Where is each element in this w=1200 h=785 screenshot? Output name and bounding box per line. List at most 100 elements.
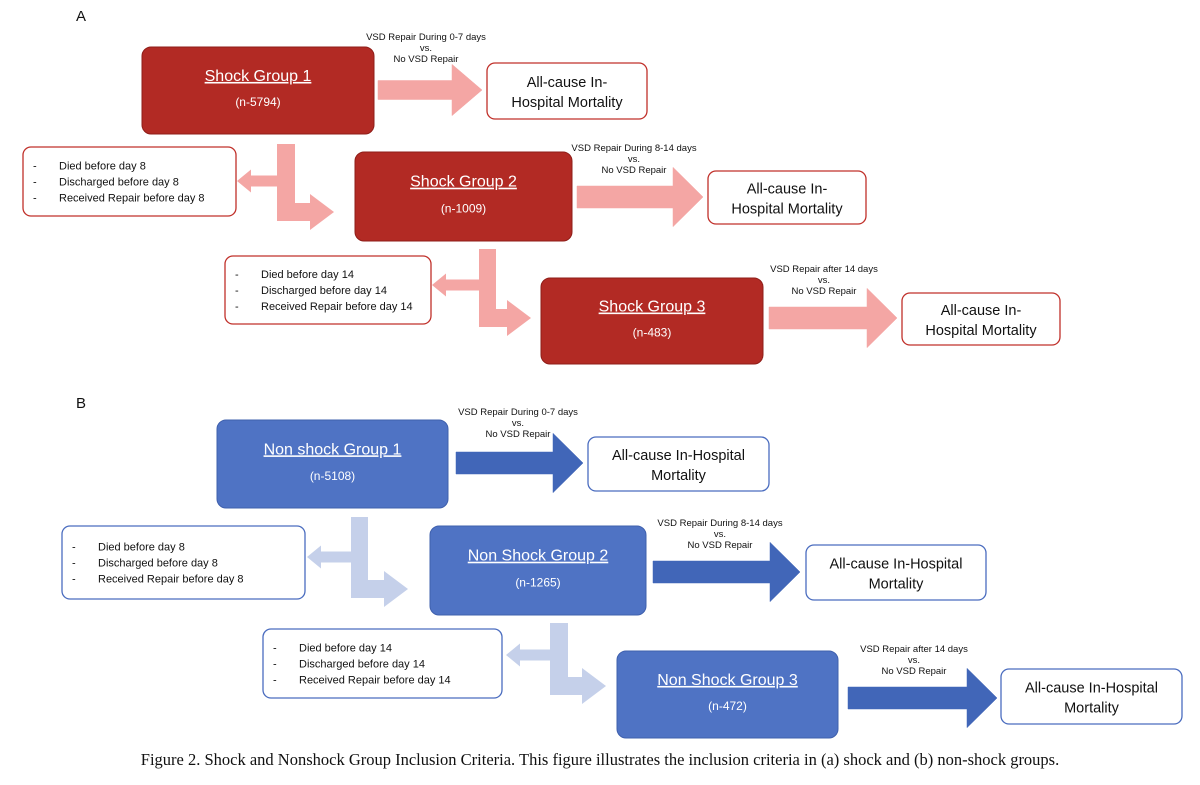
panel-a-group-box-2 [354,151,573,242]
panel-b-exclusion-box-2 [262,628,503,699]
panel-a-group-count-2: (n-1009) [441,202,486,216]
panel-b-exclusion-item-2-1: Died before day 14 [299,643,392,655]
panel-b-comparison-label-3-line-2: vs. [908,655,920,666]
panel-a-outcome-text-1-line-2: Hospital Mortality [511,95,623,111]
panel-b-comparison-label-3-line-3: No VSD Repair [882,666,947,677]
panel-a-exclusion-bullet-2-3: - [235,301,239,313]
panel-b-comparison-label-1-line-3: No VSD Repair [486,429,551,440]
flowchart-diagram: A Shock Group 1 (n-5794) Shock Group 2 (n-10… [22,8,1183,739]
panel-a-group-box-1 [141,46,375,135]
panel-b-group-title-1: Non shock Group 1 [264,441,402,458]
panel-b-exclusion-item-1-3: Received Repair before day 8 [98,574,244,586]
panel-b-group-box-1 [216,419,449,509]
panel-b-exclusion-bullet-2-1: - [273,643,277,655]
panel-b-group-title-2: Non Shock Group 2 [468,548,609,565]
panel-a-comparison-label-1-line-3: No VSD Repair [394,54,459,65]
panel-b-outcome-box-3 [1000,668,1183,725]
panel-b-comparison-arrow-2 [652,541,801,603]
panel-b-outcome-text-1-line-1: All-cause In-Hospital [612,448,745,464]
panel-b-group-box-2 [429,525,647,616]
figure-caption: Figure 2. Shock and Nonshock Group Inclu… [140,750,1060,769]
panel-a-exclusion-bullet-1-1: - [33,161,37,173]
panel-a-outcome-text-2-line-1: All-cause In- [747,182,828,198]
panel-a-comparison-arrow-2 [576,166,704,228]
panel-b-exclusion-bullet-1-1: - [72,542,76,554]
panel-b-exclusion-arrow-1 [307,545,351,569]
panel-b-comparison-arrow-1 [455,432,584,494]
panel-a-exclusion-item-2-1: Died before day 14 [261,269,354,281]
panel-b-comparison-label-1-line-1: VSD Repair During 0-7 days [458,407,578,418]
panel-a-exclusion-item-1-3: Received Repair before day 8 [59,193,205,205]
panel-b-exclusion-bullet-2-3: - [273,675,277,687]
panel-b-comparison-arrow-3 [847,667,998,729]
panel-a-label: A [76,8,86,25]
panel-b-outcome-text-3-line-2: Mortality [1064,701,1120,717]
panel-a-exclusion-item-2-2: Discharged before day 14 [261,285,387,297]
panel-a-group-title-1: Shock Group 1 [205,68,312,85]
panel-b-exclusion-item-1-2: Discharged before day 8 [98,558,218,570]
panel-b-group-title-3: Non Shock Group 3 [657,672,798,689]
panel-a-exclusion-item-1-1: Died before day 8 [59,161,146,173]
panel-a-exclusion-box-2 [224,255,432,325]
panel-a-comparison-arrow-3 [768,287,898,349]
panel-a-comparison-label-1-line-2: vs. [420,43,432,54]
panel-b-comparison-label-2-line-1: VSD Repair During 8-14 days [657,518,782,529]
panel-b-outcome-text-3-line-1: All-cause In-Hospital [1025,681,1158,697]
panel-b-group-count-2: (n-1265) [515,576,560,590]
panel-b-comparison-label-3-line-1: VSD Repair after 14 days [860,644,968,655]
panel-b-exclusion-item-1-1: Died before day 8 [98,542,185,554]
panel-a-comparison-label-2-line-3: No VSD Repair [602,165,667,176]
panel-b-group-box-3 [616,650,839,739]
panel-b-group-count-1: (n-5108) [310,469,355,483]
panel-a-outcome-text-1-line-1: All-cause In- [527,75,608,91]
panel-b-outcome-text-2-line-2: Mortality [869,577,925,593]
panel-a-exclusion-arrow-2 [432,273,479,297]
panel-b-outcome-text-2-line-1: All-cause In-Hospital [830,557,963,573]
panel-a-outcome-text-3-line-2: Hospital Mortality [925,323,1037,339]
panel-b-label: B [76,395,86,412]
panel-a-group-title-2: Shock Group 2 [410,174,517,191]
panel-a-group-count-3: (n-483) [633,325,672,339]
panel-a-exclusion-item-1-2: Discharged before day 8 [59,177,179,189]
panel-b-exclusion-bullet-2-2: - [273,659,277,671]
panel-b-comparison-label-2-line-2: vs. [714,529,726,540]
panel-a-exclusion-item-2-3: Received Repair before day 14 [261,301,413,313]
panel-a-comparison-label-3-line-3: No VSD Repair [792,286,857,297]
panel-b-outcome-box-1 [587,436,770,492]
panel-a-exclusion-bullet-1-2: - [33,177,37,189]
panel-a-exclusion-bullet-1-3: - [33,193,37,205]
panel-a-outcome-box-2 [707,170,867,225]
panel-b-exclusion-box-1 [61,525,306,600]
panel-b-exclusion-bullet-1-3: - [72,574,76,586]
panel-a-flow-arrow-1 [277,144,334,230]
panel-a-exclusion-bullet-2-2: - [235,285,239,297]
panel-b-exclusion-arrow-2 [506,643,550,667]
panel-a-exclusion-arrow-1 [237,169,277,193]
panel-a-outcome-text-2-line-2: Hospital Mortality [731,202,843,218]
panel-a-comparison-label-3-line-1: VSD Repair after 14 days [770,264,878,275]
panel-a-group-title-3: Shock Group 3 [599,299,706,316]
panel-b-group-count-3: (n-472) [708,699,747,713]
panel-a-comparison-arrow-1 [377,63,483,117]
panel-b-flow-arrow-2 [550,623,606,704]
panel-b-outcome-box-2 [805,544,987,601]
panel-b-outcome-text-1-line-2: Mortality [651,468,707,484]
panel-b-exclusion-bullet-1-2: - [72,558,76,570]
panel-a-comparison-label-1-line-1: VSD Repair During 0-7 days [366,32,486,43]
panel-a-outcome-box-1 [486,62,648,120]
panel-b-comparison-label-1-line-2: vs. [512,418,524,429]
panel-a-comparison-label-3-line-2: vs. [818,275,830,286]
panel-a-exclusion-box-1 [22,146,237,217]
panel-a-comparison-label-2-line-2: vs. [628,154,640,165]
panel-a-outcome-box-3 [901,292,1061,346]
panel-b-comparison-label-2-line-3: No VSD Repair [688,540,753,551]
panel-b-exclusion-item-2-3: Received Repair before day 14 [299,675,451,687]
panel-b-flow-arrow-1 [351,517,408,607]
panel-a-exclusion-bullet-2-1: - [235,269,239,281]
panel-a-comparison-label-2-line-1: VSD Repair During 8-14 days [571,143,696,154]
panel-a-outcome-text-3-line-1: All-cause In- [941,303,1022,319]
panel-a-group-count-1: (n-5794) [235,95,280,109]
panel-a-flow-arrow-2 [479,249,531,336]
panel-a-group-box-3 [540,277,764,365]
panel-b-exclusion-item-2-2: Discharged before day 14 [299,659,425,671]
